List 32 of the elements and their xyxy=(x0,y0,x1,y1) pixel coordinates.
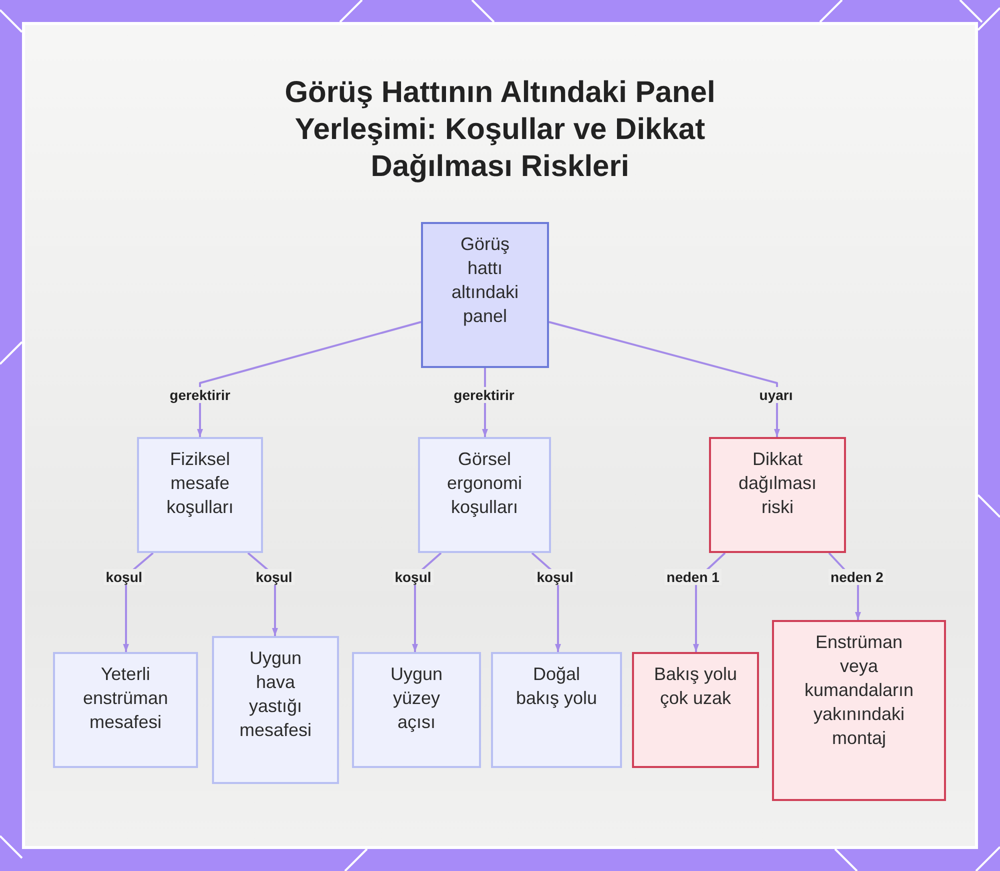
edge-label: gerektirir xyxy=(452,387,516,403)
diagram-title: Görüş Hattının Altındaki Panel Yerleşimi: Koşullar ve Dikkat Dağılması Riskleri xyxy=(284,75,716,185)
edge-label: koşul xyxy=(392,569,434,585)
edge-label: uyarı xyxy=(757,387,795,403)
node-text: Doğal bakış yolu xyxy=(514,663,598,710)
node-text: Uygun yüzey açısı xyxy=(389,663,444,734)
node-text: Görsel ergonomi koşulları xyxy=(446,448,524,519)
requirement-box xyxy=(53,652,198,768)
edge-label: neden 2 xyxy=(828,569,886,585)
connector-arrow xyxy=(197,321,422,437)
requirement-box xyxy=(137,437,263,553)
edge-label: gerektirir xyxy=(168,387,232,403)
connector-arrow xyxy=(548,321,780,437)
edge-label: koşul xyxy=(254,569,294,585)
edge-label: koşul xyxy=(534,569,576,585)
requirement-box xyxy=(491,652,622,768)
node-text: Enstrüman veya kumandaların yakınındaki montaj xyxy=(803,631,915,750)
node-text: Görüş hattı altındaki panel xyxy=(450,233,520,328)
risk-box xyxy=(709,437,846,553)
root-concept-box xyxy=(421,222,549,368)
risk-box xyxy=(772,620,946,801)
requirement-box xyxy=(352,652,481,768)
requirement-box xyxy=(418,437,551,553)
node-text: Dikkat dağılması riski xyxy=(737,448,818,519)
edge-label: neden 1 xyxy=(664,569,722,585)
edge-label: koşul xyxy=(104,569,144,585)
risk-box xyxy=(632,652,759,768)
node-text: Uygun hava yastığı mesafesi xyxy=(238,647,313,742)
node-text: Bakış yolu çok uzak xyxy=(652,663,738,710)
requirement-box xyxy=(212,636,339,784)
node-text: Fiziksel mesafe koşulları xyxy=(165,448,235,519)
node-text: Yeterli enstrüman mesafesi xyxy=(82,663,170,734)
